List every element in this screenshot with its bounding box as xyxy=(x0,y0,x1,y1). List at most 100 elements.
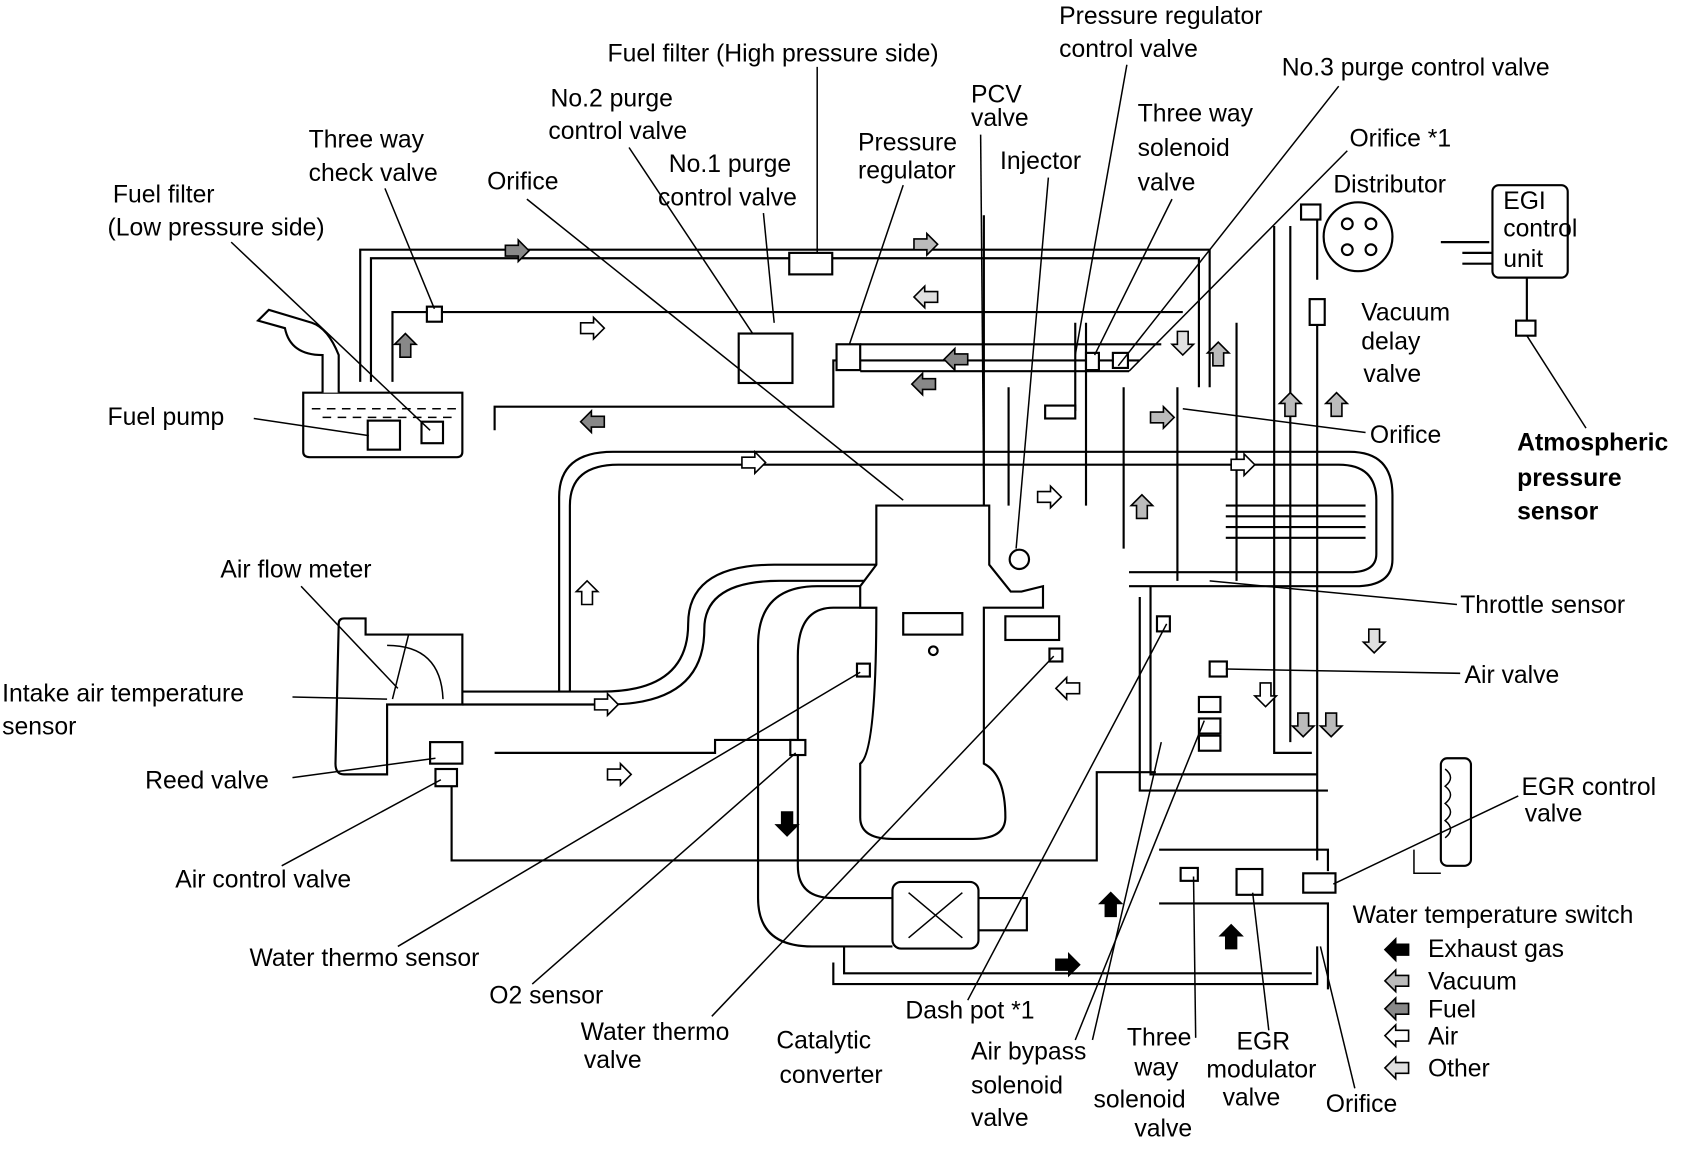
canister xyxy=(737,332,794,385)
label-injector: Injector xyxy=(1000,148,1081,175)
egr-modulator-valve xyxy=(1235,867,1264,896)
label-fuel-filter-high: Fuel filter (High pressure side) xyxy=(608,40,939,67)
egi-control-unit: EGI control unit xyxy=(1440,184,1577,337)
label-orifice-1: Orifice *1 xyxy=(1349,125,1451,152)
label-three-way-check-valve: check valve xyxy=(309,160,438,187)
label-orifice: Orifice xyxy=(487,168,558,195)
air-arrow xyxy=(1055,676,1081,700)
label-egr-control-valve: EGR control xyxy=(1521,774,1656,801)
exhaust-arrow xyxy=(1219,924,1243,950)
label-no3-purge-control-valve: No.3 purge control valve xyxy=(1282,54,1550,81)
exhaust-arrow xyxy=(1099,891,1123,918)
pressure-regulator xyxy=(835,343,862,372)
label-air-bypass-solenoid-valve: valve xyxy=(971,1105,1029,1132)
label-pressure-regulator: regulator xyxy=(858,158,956,185)
label-water-thermo-valve: Water thermo xyxy=(581,1019,730,1046)
label-pressure-regulator-control-valve: Pressure regulator xyxy=(1059,3,1262,30)
label-o2-sensor: O2 sensor xyxy=(489,982,603,1009)
legend-item-other: Other xyxy=(1384,1056,1490,1083)
label-water-temperature-switch: Water temperature switch xyxy=(1353,902,1634,929)
vacuum-arrow xyxy=(1130,494,1154,520)
legend-item-air: Air xyxy=(1384,1023,1458,1050)
label-three-way-check-valve: Three way xyxy=(309,127,425,154)
fuel-arrow xyxy=(393,332,417,358)
vacuum-delay-valve xyxy=(1308,298,1326,327)
label-atmospheric-pressure-sensor: Atmospheric xyxy=(1517,430,1668,457)
label-pressure-regulator-control-valve: control valve xyxy=(1059,36,1198,63)
vacuum-arrow xyxy=(1149,405,1175,429)
vacuum-arrow xyxy=(1324,391,1349,418)
air-valve xyxy=(1208,660,1228,678)
air-arrow xyxy=(741,451,767,475)
fuel-arrow xyxy=(579,410,606,434)
label-vacuum-delay-valve: valve xyxy=(1363,361,1421,388)
fuel-pump xyxy=(366,419,402,451)
air-flow-meter xyxy=(334,617,464,788)
fuel-filter-high xyxy=(788,251,834,276)
label-dash-pot: Dash pot *1 xyxy=(905,997,1034,1024)
label-reed-valve: Reed valve xyxy=(145,767,269,794)
leader-lines xyxy=(230,64,1587,1089)
label-air-flow-meter: Air flow meter xyxy=(220,557,371,584)
label-three-way-solenoid-valve: Three way xyxy=(1138,101,1254,128)
label-intake-air-temperature-sensor: sensor xyxy=(2,714,76,741)
legend-label: Other xyxy=(1428,1056,1490,1083)
fuel-arrow-icon xyxy=(1384,997,1410,1021)
exhaust-arrow xyxy=(775,811,799,837)
water-temperature-switch xyxy=(1439,757,1473,867)
vacuum-arrow-icon xyxy=(1384,969,1410,993)
no3-purge-control-valve xyxy=(1111,351,1130,370)
label-air-bypass-solenoid-valve: Air bypass xyxy=(971,1038,1086,1065)
legend-label: Fuel xyxy=(1428,996,1476,1023)
legend: Exhaust gas Vacuum Fuel Air Other xyxy=(1384,936,1564,1083)
atmospheric-pressure-sensor xyxy=(1515,319,1537,337)
vacuum-arrow xyxy=(1319,712,1343,738)
label-no2-purge-control-valve: control valve xyxy=(548,118,687,145)
label-vacuum-delay-valve: Vacuum xyxy=(1361,300,1450,327)
egi-label: control xyxy=(1503,216,1577,243)
air-arrow xyxy=(1036,485,1063,509)
o2-sensor xyxy=(789,738,807,757)
air-control-valve xyxy=(434,767,459,788)
label-fuel-filter-low: Fuel filter xyxy=(113,181,215,208)
legend-item-vacuum: Vacuum xyxy=(1384,968,1517,995)
label-egr-control-valve: valve xyxy=(1525,801,1583,828)
legend-label: Air xyxy=(1428,1023,1458,1050)
water-thermo-sensor xyxy=(855,662,871,678)
label-vacuum-delay-valve: delay xyxy=(1361,329,1421,356)
label-three-way-solenoid-valve-bottom: valve xyxy=(1134,1116,1192,1143)
label-atmospheric-pressure-sensor: pressure xyxy=(1517,465,1621,492)
label-air-valve: Air valve xyxy=(1464,662,1559,689)
label-catalytic-converter: Catalytic xyxy=(776,1028,871,1055)
other-arrow xyxy=(1171,330,1195,356)
label-fuel-pump: Fuel pump xyxy=(108,404,225,431)
label-pressure-regulator: Pressure xyxy=(858,130,957,157)
label-no2-purge-control-valve: No.2 purge xyxy=(551,86,673,113)
catalytic-converter xyxy=(891,880,980,950)
label-air-bypass-solenoid-valve: solenoid xyxy=(971,1073,1063,1100)
other-arrow xyxy=(913,285,939,309)
legend-item-exhaust: Exhaust gas xyxy=(1384,936,1564,963)
label-no1-purge-control-valve: control valve xyxy=(658,185,797,212)
label-atmospheric-pressure-sensor: sensor xyxy=(1517,499,1598,526)
label-pcv-valve: PCV xyxy=(971,81,1022,108)
three-way-solenoid-valve-lower xyxy=(1197,695,1222,714)
other-arrow-icon xyxy=(1384,1056,1410,1080)
air-arrow xyxy=(575,580,599,606)
label-air-control-valve: Air control valve xyxy=(175,866,351,893)
pressure-regulator-control-valve xyxy=(1044,404,1077,420)
label-egr-modulator-valve: valve xyxy=(1223,1085,1281,1112)
three-way-solenoid-valve xyxy=(1084,351,1100,372)
egi-label: EGI xyxy=(1503,188,1546,215)
egr-control-valve xyxy=(1302,872,1337,894)
label-three-way-solenoid-valve: solenoid xyxy=(1138,135,1230,162)
label-water-thermo-sensor: Water thermo sensor xyxy=(249,945,479,972)
label-three-way-solenoid-valve-bottom: way xyxy=(1133,1054,1179,1081)
other-arrow xyxy=(1362,628,1386,654)
injector xyxy=(1008,548,1031,571)
egi-label: unit xyxy=(1503,246,1543,273)
air-arrow xyxy=(1230,453,1256,477)
label-fuel-filter-low: (Low pressure side) xyxy=(108,215,325,242)
label-catalytic-converter: converter xyxy=(780,1062,883,1089)
